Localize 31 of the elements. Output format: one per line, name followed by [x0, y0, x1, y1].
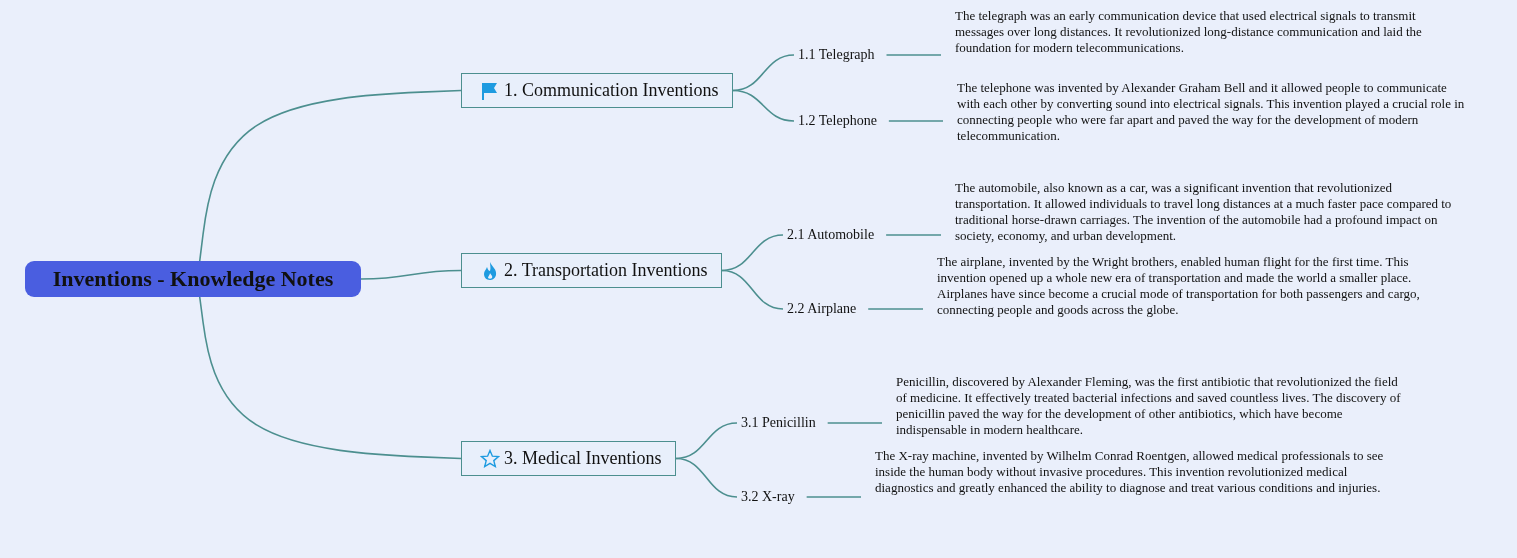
connector-line [675, 457, 738, 498]
connector-line [885, 234, 942, 236]
topic-box [461, 253, 722, 288]
subtopic-label: 2.2 Airplane [783, 299, 861, 319]
connector-line [732, 89, 795, 122]
connector-line [805, 496, 862, 498]
topic-box [461, 73, 733, 108]
description-text: The automobile, also known as a car, was a significant invention that revolutionized transportation. It allowed individuals to travel long distances at a much faster pace compared to traditional horse-drawn carriages. The invention of the automobile had a profound impact on society, economy, and urban development. [955, 180, 1465, 244]
topic-title: 3. Medical Inventions [504, 448, 662, 469]
connector-line [826, 422, 883, 424]
description-text: The X-ray machine, invented by Wilhelm Conrad Roentgen, allowed medical professionals to see inside the human body without invasive procedures. This invention revolutionized medical diagnostics and greatly enhanced the ability to diagnose and treat various conditions and injuries. [875, 448, 1385, 496]
subtopic-label: 1.2 Telephone [794, 111, 881, 131]
description-text: The telegraph was an early communication device that used electrical signals to transmit messages over long distances. It revolutionized long-distance communication and laid the foundation for modern telecommunications. [955, 8, 1465, 56]
topic-title: 1. Communication Inventions [504, 80, 719, 101]
connector-line [885, 54, 942, 56]
subtopic-label: 2.1 Automobile [783, 225, 879, 245]
connector-line [360, 269, 462, 280]
central-topic-box: Inventions - Knowledge Notes [25, 261, 361, 297]
description-text: The telephone was invented by Alexander Graham Bell and it allowed people to communicate with each other by converting sound into electrical signals. This invention played a crucial role in connecting people who were far apart and paved the way for the development of modern telecommunication. [957, 80, 1467, 144]
connector-line [867, 308, 924, 310]
connector-line [721, 269, 784, 310]
description-text: The airplane, invented by the Wright brothers, enabled human flight for the first time. This invention opened up a whole new era of transportation and made the world a smaller place. Airplanes have since become a crucial mode of transportation for both passengers and cargo, connecting people and goods across the globe. [937, 254, 1447, 318]
subtopic-label: 3.1 Penicillin [737, 413, 820, 433]
connector-line [198, 89, 462, 262]
topic-box [461, 441, 676, 476]
description-text: Penicillin, discovered by Alexander Fleming, was the first antibiotic that revolutionized the field of medicine. It effectively treated bacterial infections and saved countless lives. The discovery of penicillin paved the way for the development of other antibiotics, which have become indispensable in modern healthcare. [896, 374, 1406, 438]
connector-line [888, 120, 944, 122]
subtopic-label: 1.1 Telegraph [794, 45, 879, 65]
subtopic-label: 3.2 X-ray [737, 487, 799, 507]
connector-line [198, 296, 462, 460]
topic-title: 2. Transportation Inventions [504, 260, 708, 281]
